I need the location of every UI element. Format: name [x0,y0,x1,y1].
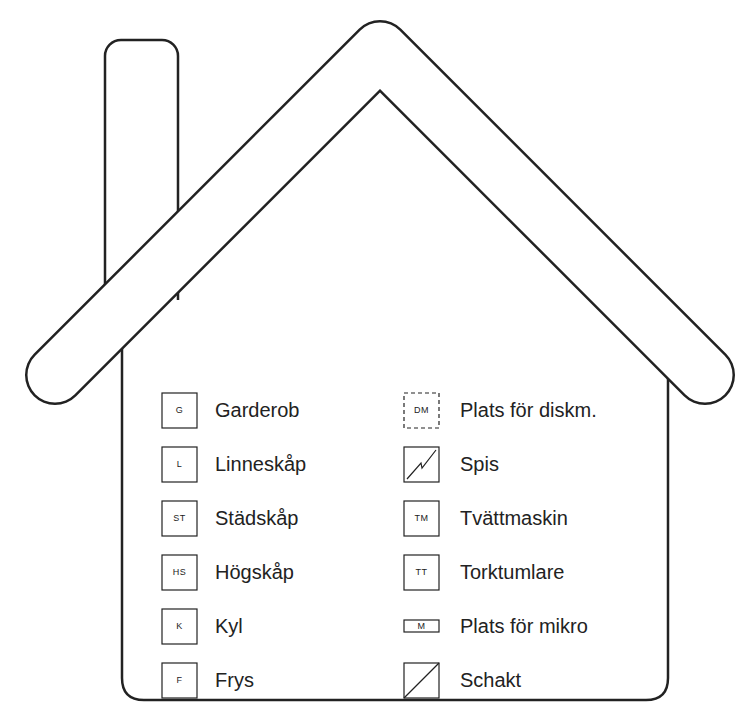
stove-zigzag [407,450,436,479]
legend-label: Plats för mikro [460,614,588,638]
legend-label: Kyl [215,614,243,638]
symbol-abbreviation: M [404,620,439,632]
box-symbol [162,609,197,644]
legend-symbol [404,447,439,482]
box-symbol [162,663,197,698]
legend-label: Linneskåp [215,452,306,476]
legend-label: Plats för diskm. [460,398,597,422]
symbol-abbreviation: TM [404,512,439,524]
box-symbol [162,393,197,428]
roof-outline [55,50,705,375]
symbol-abbreviation: TT [404,566,439,578]
box-symbol [162,501,197,536]
legend-label: Tvättmaskin [460,506,568,530]
legend-symbol [404,663,439,698]
legend-symbol [404,501,439,536]
box-symbol [404,555,439,590]
box-symbol [162,447,197,482]
box-symbol [404,663,439,698]
legend-symbol [404,555,439,590]
house-wall [122,300,668,700]
legend-symbol [404,393,439,428]
legend-label: Högskåp [215,560,294,584]
roof-fill [55,50,705,375]
symbol-abbreviation: F [162,674,197,686]
legend-label: Städskåp [215,506,298,530]
legend-label: Garderob [215,398,300,422]
dashed-symbol [404,393,439,428]
symbol-abbreviation: HS [162,566,197,578]
legend-symbol [404,620,439,632]
symbol-abbreviation: K [162,620,197,632]
legend-label: Schakt [460,668,521,692]
legend-symbol [162,393,197,428]
legend-label: Spis [460,452,499,476]
symbol-abbreviation: G [162,404,197,416]
legend-symbol [162,609,197,644]
legend-label: Frys [215,668,254,692]
symbol-abbreviation: ST [162,512,197,524]
legend-symbol [162,555,197,590]
legend-symbol [162,447,197,482]
symbol-abbreviation: DM [404,404,439,416]
legend-label: Torktumlare [460,560,564,584]
box-symbol [162,555,197,590]
box-symbol [404,501,439,536]
legend-symbol [162,501,197,536]
micro-symbol [404,620,439,632]
shaft-diagonal [404,663,439,698]
symbol-abbreviation: L [162,458,197,470]
box-symbol [404,447,439,482]
legend-symbol [162,663,197,698]
